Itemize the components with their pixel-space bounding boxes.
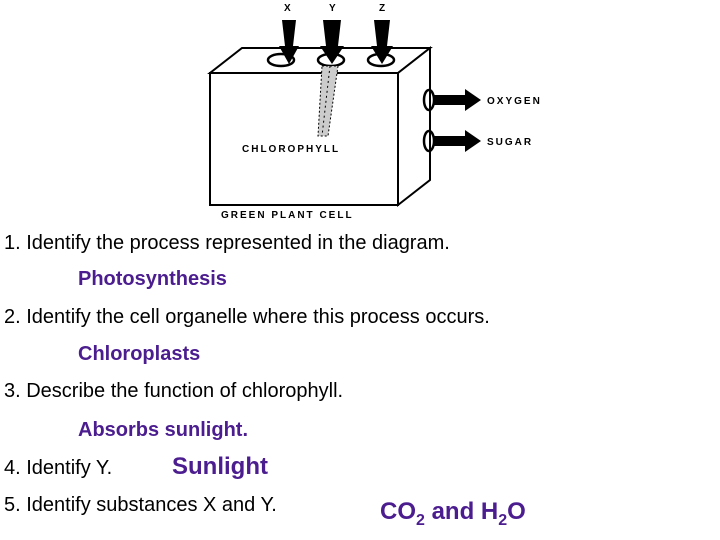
- label-chlorophyll: CHLOROPHYLL: [242, 144, 340, 155]
- answer-1: Photosynthesis: [78, 268, 227, 290]
- label-oxygen: OXYGEN: [487, 96, 542, 107]
- label-sugar: SUGAR: [487, 137, 533, 148]
- answer-2: Chloroplasts: [78, 343, 201, 365]
- answer-5-and-h: and H: [424, 498, 499, 525]
- green-plant-cell-diagram: X Y Z CHLOROPHYLL OXYGEN SUGAR GREEN PLA…: [207, 3, 542, 221]
- cube-front-face: [209, 72, 399, 206]
- question-5: 5. Identify substances X and Y.: [4, 494, 277, 516]
- arrow-x: [279, 20, 299, 64]
- answer-5: CO2 and H2O: [380, 498, 526, 535]
- answer-5-co: CO: [380, 498, 416, 525]
- arrow-oxygen: [433, 89, 481, 111]
- arrow-sugar: [433, 130, 481, 152]
- arrow-z: [371, 20, 393, 64]
- label-green-plant-cell: GREEN PLANT CELL: [221, 210, 354, 221]
- light-beam-core: [321, 65, 331, 137]
- light-beam: [317, 65, 339, 137]
- question-2: 2. Identify the cell organelle where thi…: [4, 306, 490, 328]
- question-3: 3. Describe the function of chlorophyll.: [4, 380, 344, 402]
- answer-5-sub-2b: 2: [498, 512, 508, 529]
- cube-top-face: [207, 47, 433, 74]
- question-4: 4. Identify Y.: [4, 457, 113, 479]
- answer-4: Sunlight: [172, 453, 268, 480]
- cube-right-face: [397, 45, 431, 208]
- label-z: Z: [379, 3, 387, 14]
- label-y: Y: [329, 3, 338, 14]
- answer-5-sub-2a: 2: [416, 512, 425, 529]
- input-hole-x: [266, 52, 296, 68]
- answer-3: Absorbs sunlight.: [78, 419, 248, 441]
- answer-5-o: O: [507, 498, 526, 525]
- question-1: 1. Identify the process represented in t…: [4, 232, 450, 254]
- label-x: X: [284, 3, 293, 14]
- arrow-y: [320, 20, 344, 64]
